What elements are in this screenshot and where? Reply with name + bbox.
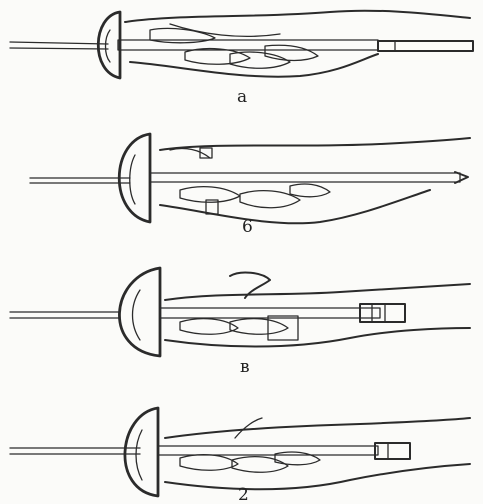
hand-lower-outline [130,54,378,77]
panel-b: 6 [30,134,470,237]
hand-upper-outline [125,11,470,22]
little-finger [265,45,318,60]
panel-label-c: в [240,357,250,377]
hand-lower-outline [165,328,470,347]
panel-c: в [10,268,470,377]
middle-finger [240,191,300,208]
panel-label-b: 6 [242,217,253,237]
hand-lower-outline [165,464,470,489]
panel-label-a: a [237,87,247,107]
ring-finger [275,452,320,465]
pommel [375,443,410,459]
pommel [360,304,405,322]
blade [10,42,108,44]
index-finger [180,455,238,471]
pommel [378,41,473,51]
handle [158,446,378,455]
ring-finger [268,316,298,340]
middle-finger [230,319,288,335]
hand-upper-outline [165,284,470,300]
bell-guard [119,268,160,356]
thumb [170,148,210,158]
panel-d: 2 [10,408,470,504]
ring-finger [290,184,330,197]
bell-guard [125,408,158,496]
middle-finger [185,49,250,65]
panel-label-d: 2 [238,485,249,504]
middle-finger [232,457,288,473]
pommel [455,172,468,183]
bell-guard [98,12,120,78]
handle [150,173,460,182]
index-finger [180,319,238,335]
hand-upper-outline [165,418,470,438]
panel-a: a [10,11,473,107]
